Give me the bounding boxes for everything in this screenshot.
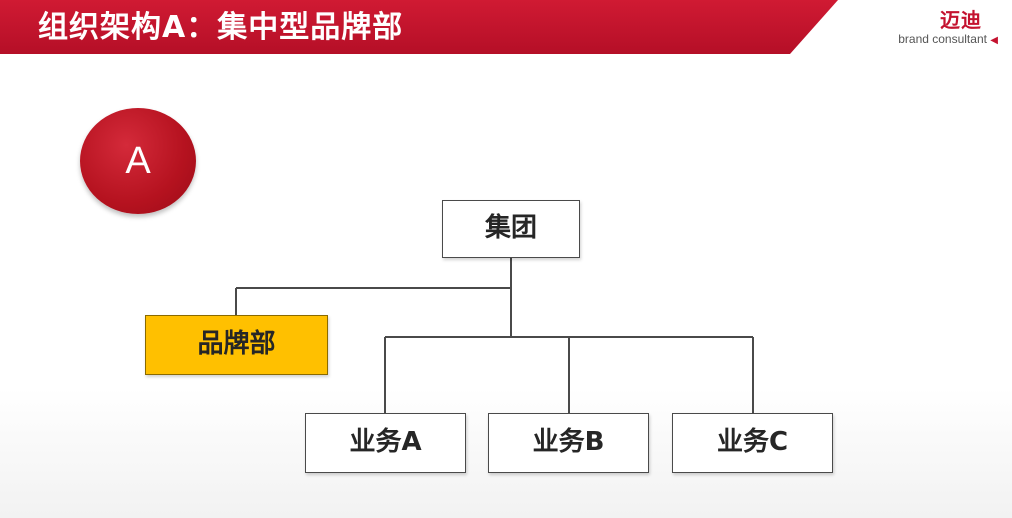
brand-logo: 迈迪 brand consultant ◀ <box>878 8 998 48</box>
org-node-division-c: 业务C <box>672 413 833 473</box>
logo-tagline: brand consultant <box>898 32 987 46</box>
org-node-group: 集团 <box>442 200 580 258</box>
logo-mark-icon: ◀ <box>990 35 998 46</box>
org-node-division-b: 业务B <box>488 413 649 473</box>
section-badge: A <box>80 108 196 214</box>
page-title: 组织架构A：集中型品牌部 <box>38 10 404 45</box>
logo-name-cn: 迈迪 <box>940 8 982 32</box>
title-bar: 组织架构A：集中型品牌部 <box>0 0 1012 56</box>
title-bar-background <box>0 0 838 54</box>
org-node-brand-department: 品牌部 <box>145 315 328 375</box>
logo-name-en: brand consultant ◀ <box>878 32 998 48</box>
org-node-division-a: 业务A <box>305 413 466 473</box>
